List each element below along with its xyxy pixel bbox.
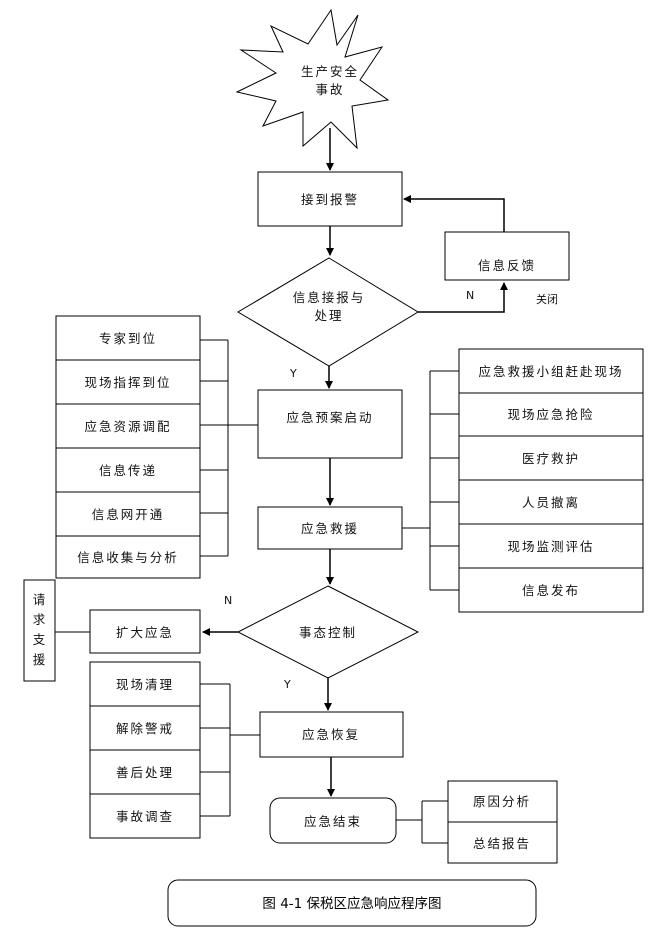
recovery-items-list: 现场清理 解除警戒 善后处理 事故调查 <box>89 661 201 839</box>
recovery-item-label: 事故调查 <box>116 809 174 824</box>
request-support-char: 支 <box>33 632 48 647</box>
expand-label: 扩大应急 <box>116 625 174 640</box>
left-item-label: 信息收集与分析 <box>77 550 179 565</box>
right-items-bracket <box>402 370 459 591</box>
recovery-item-box <box>89 793 201 839</box>
right-item-label: 医疗救护 <box>522 451 580 466</box>
request-support-char: 求 <box>33 612 48 627</box>
left-items-list: 专家到位 现场指挥到位 应急资源调配 信息传递 信息网开通 信息收集与分析 <box>55 315 201 579</box>
plan-start-box <box>257 389 403 459</box>
left-item-box <box>55 447 201 493</box>
feedback-box <box>444 231 570 281</box>
recovery-label: 应急恢复 <box>302 727 360 742</box>
decision-report-line1: 信息接报与 <box>293 290 366 305</box>
receive-alarm-label: 接到报警 <box>301 192 359 207</box>
left-item-label: 信息传递 <box>99 463 157 478</box>
right-item-label: 现场监测评估 <box>507 539 594 554</box>
decision1-no-label: N <box>466 289 474 302</box>
left-item-label: 专家到位 <box>99 331 157 346</box>
request-support-box <box>23 579 56 682</box>
right-item-label: 现场应急抢险 <box>507 407 594 422</box>
plan-start-label: 应急预案启动 <box>286 410 373 425</box>
recovery-item-label: 现场清理 <box>116 677 174 692</box>
figure-caption: 图 4-1 保税区应急响应程序图 <box>262 895 441 912</box>
end-label: 应急结束 <box>304 814 362 829</box>
right-item-label: 信息发布 <box>522 583 580 598</box>
left-item-box <box>55 359 201 405</box>
left-item-label: 信息网开通 <box>92 507 165 522</box>
left-item-box <box>55 491 201 537</box>
decision-control-label: 事态控制 <box>299 625 357 640</box>
left-item-label: 现场指挥到位 <box>84 375 171 390</box>
recovery-box <box>259 711 404 758</box>
right-item-box <box>458 392 644 437</box>
right-item-label: 应急救援小组赶赴现场 <box>478 364 623 379</box>
decision2-no-label: N <box>224 594 232 607</box>
right-item-box <box>458 348 644 394</box>
decision2-yes-label: Y <box>283 678 291 691</box>
request-support-char: 援 <box>33 652 48 667</box>
end-item-label: 总结报告 <box>473 836 531 851</box>
left-item-box <box>55 403 201 449</box>
end-item-label: 原因分析 <box>473 794 531 809</box>
right-item-box <box>458 435 644 481</box>
right-item-box <box>458 479 644 525</box>
right-items-list: 应急救援小组赶赴现场 现场应急抢险 医疗救护 人员撤离 现场监测评估 信息发布 <box>458 348 644 613</box>
left-item-box <box>55 535 201 579</box>
left-items-bracket <box>200 339 258 557</box>
end-items-list: 原因分析 总结报告 <box>447 780 558 864</box>
start-burst <box>235 8 390 150</box>
recovery-item-label: 善后处理 <box>116 765 174 780</box>
recovery-items-bracket <box>200 683 260 817</box>
start-text-line1: 生产安全 <box>301 64 359 79</box>
left-item-label: 应急资源调配 <box>84 419 171 434</box>
rescue-box <box>257 506 403 550</box>
right-item-box <box>458 567 644 613</box>
end-items-bracket <box>396 800 448 844</box>
right-item-box <box>458 523 644 569</box>
request-support-char: 请 <box>33 592 48 607</box>
rescue-label: 应急救援 <box>301 521 359 536</box>
right-item-label: 人员撤离 <box>522 495 580 510</box>
left-item-box <box>55 315 201 361</box>
caption-box <box>167 879 537 927</box>
arrow-feedback-to-alarm <box>403 195 505 232</box>
close-label: 关闭 <box>536 292 558 306</box>
recovery-item-box <box>89 705 201 751</box>
arrow-decision-to-feedback <box>418 282 508 313</box>
end-item-box <box>447 821 558 864</box>
decision-report-line2: 处理 <box>314 308 343 323</box>
decision1-yes-label: Y <box>289 367 297 380</box>
feedback-label: 信息反馈 <box>478 258 536 273</box>
recovery-item-label: 解除警戒 <box>116 721 174 736</box>
start-text-line2: 事故 <box>315 82 344 97</box>
